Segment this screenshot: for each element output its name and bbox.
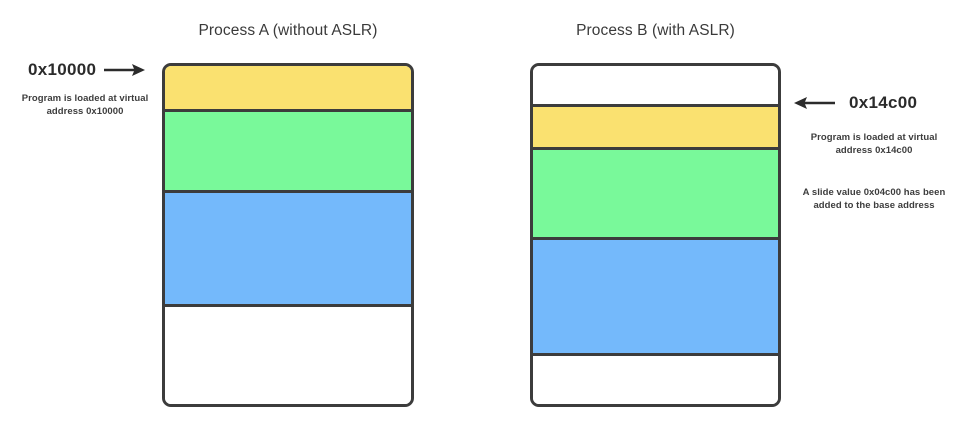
process-a-caption: Program is loaded at virtual address 0x1… bbox=[21, 93, 149, 118]
process-a-memory-box bbox=[162, 63, 414, 407]
process-b-segment-yellow bbox=[533, 107, 778, 150]
process-b-segment-blue bbox=[533, 239, 778, 356]
process-b-title: Process B (with ASLR) bbox=[576, 22, 735, 39]
arrow-right-icon bbox=[104, 62, 146, 78]
process-b-memory-box bbox=[530, 63, 781, 407]
process-a-segment-white bbox=[165, 306, 411, 404]
process-b-address-label: 0x14c00 bbox=[849, 93, 918, 112]
process-b-address-marker: 0x14c00 bbox=[793, 93, 953, 113]
process-b-segment-green bbox=[533, 149, 778, 240]
process-a-segment-yellow bbox=[165, 66, 411, 113]
process-a-address-marker: 0x10000 bbox=[28, 60, 158, 80]
process-a-segment-green bbox=[165, 112, 411, 193]
process-b-segment-white-top bbox=[533, 66, 778, 108]
process-b-segment-white-bottom bbox=[533, 355, 778, 404]
arrow-left-icon bbox=[793, 95, 835, 111]
process-a-title: Process A (without ASLR) bbox=[198, 22, 378, 39]
process-a-segment-blue bbox=[165, 192, 411, 307]
process-b-caption-slide: A slide value 0x04c00 has been added to … bbox=[802, 187, 946, 212]
process-a-address-label: 0x10000 bbox=[28, 60, 97, 79]
process-b-caption-load: Program is loaded at virtual address 0x1… bbox=[810, 132, 938, 157]
